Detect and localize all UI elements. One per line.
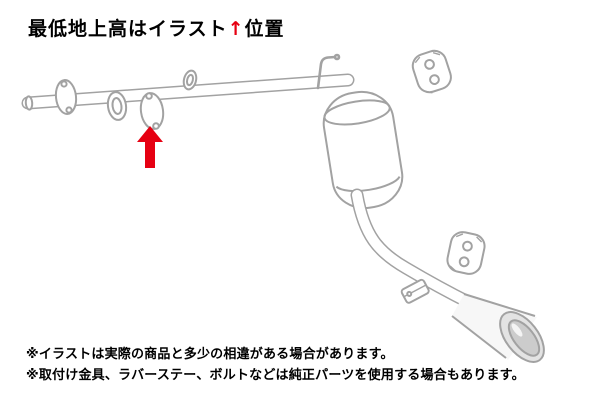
pipe-clamp <box>400 278 430 304</box>
front-pipe-end <box>24 95 34 111</box>
outlet-pipe <box>350 188 477 310</box>
title-text-suffix: 位置 <box>244 18 285 40</box>
minimum-ground-clearance-arrow-icon <box>137 126 163 168</box>
title-text-prefix: 最低地上高はイラスト <box>28 18 228 40</box>
main-pipe <box>21 73 355 110</box>
flange-plate-rear <box>139 92 165 130</box>
flange-plate-front <box>54 79 78 115</box>
footnote-line-1: ※イラストは実際の商品と多少の相違がある場合があります。 <box>26 347 394 362</box>
small-gasket-ring <box>182 69 198 91</box>
rubber-mount-lower <box>446 231 486 275</box>
hanger-rod <box>316 53 341 90</box>
footnotes: ※イラストは実際の商品と多少の相違がある場合があります。 ※取付け金具、ラバース… <box>26 344 525 386</box>
gasket-ring <box>106 91 128 121</box>
footnote-line-2: ※取付け金具、ラバーステー、ボルトなどは純正パーツを使用する場合もあります。 <box>26 368 525 383</box>
page-title: 最低地上高はイラスト↑位置 <box>28 14 285 41</box>
rubber-mount-upper <box>411 49 452 94</box>
up-arrow-icon: ↑ <box>227 18 245 40</box>
muffler-body <box>322 90 404 210</box>
exhaust-tip <box>451 293 545 363</box>
